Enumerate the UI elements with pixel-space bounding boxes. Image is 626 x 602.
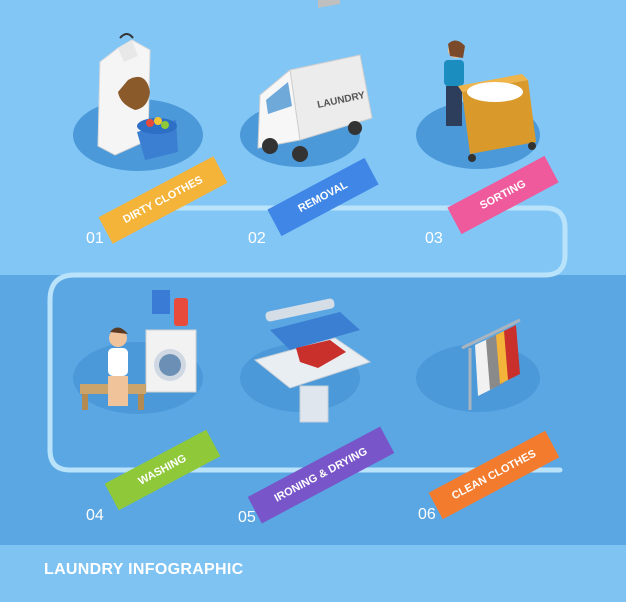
step-number-05: 05 — [238, 509, 256, 526]
laundry-van-icon: LAUNDRY — [257, 0, 373, 162]
washing-machine-icon — [80, 290, 197, 410]
step-number-06: 06 — [418, 506, 436, 523]
step-number-02: 02 — [248, 230, 266, 247]
step-number-04: 04 — [86, 507, 104, 524]
step-number-01: 01 — [86, 230, 104, 247]
worker-with-cart-icon — [444, 40, 536, 162]
ironing-press-icon — [253, 298, 372, 423]
infographic-title: LAUNDRY INFOGRAPHIC — [44, 561, 244, 578]
shirt-with-stain-and-basket-icon — [97, 33, 178, 160]
step-number-03: 03 — [425, 230, 443, 247]
bottom-band — [0, 545, 626, 602]
process-path — [47, 205, 568, 473]
clothes-rack-icon — [461, 318, 521, 410]
